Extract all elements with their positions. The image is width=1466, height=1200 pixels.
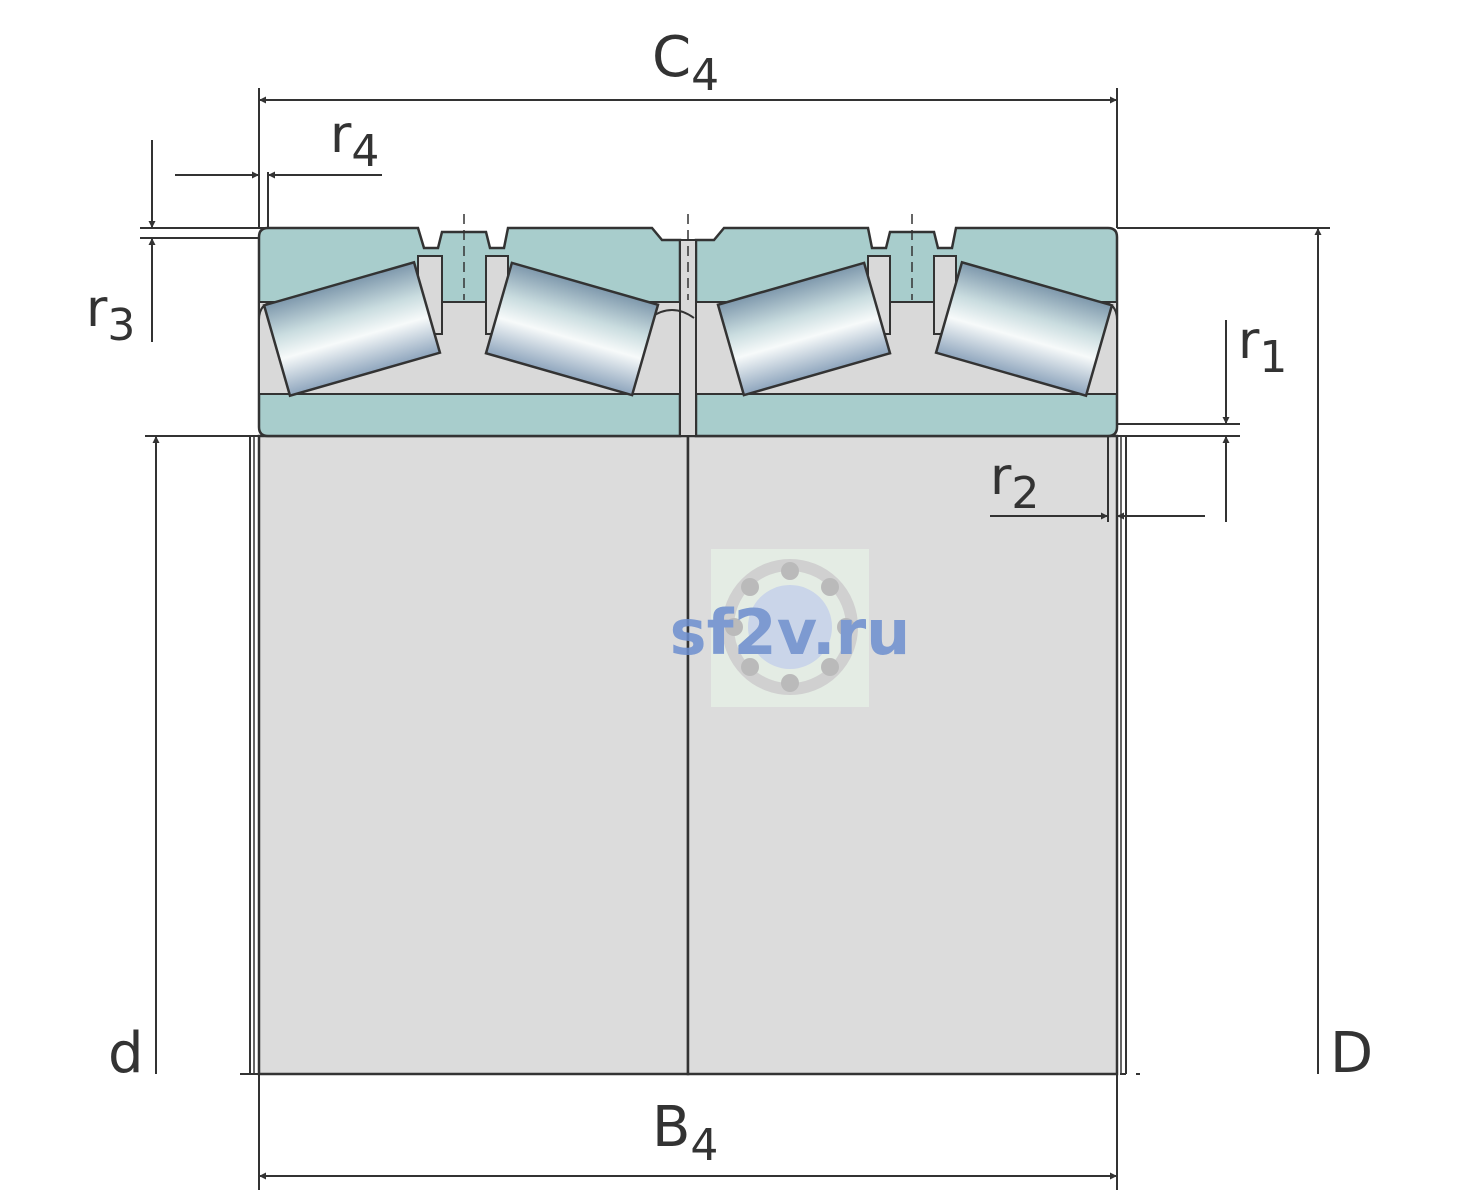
label-r4: r4 <box>330 105 379 177</box>
roller-2 <box>484 261 660 397</box>
label-r2: r2 <box>990 447 1039 519</box>
label-r1: r1 <box>1238 311 1287 383</box>
label-r3: r3 <box>86 279 135 351</box>
roller-1 <box>262 260 442 398</box>
inner-ring-right <box>686 434 1119 1076</box>
watermark: sf2v.ru <box>670 549 911 707</box>
dimension-lines <box>140 88 1330 1190</box>
rollers <box>262 260 1114 398</box>
label-d-outer: D <box>1330 1021 1373 1086</box>
label-b4: B4 <box>652 1095 718 1171</box>
ball-bearing-icon <box>722 559 858 695</box>
dimension-labels: C4 B4 d D r4 r3 r1 r2 <box>86 25 1373 1171</box>
roller-3 <box>716 261 892 397</box>
roller-4 <box>934 260 1114 398</box>
label-c4: C4 <box>652 25 719 101</box>
inner-ring-left <box>257 434 690 1076</box>
watermark-text: sf2v.ru <box>670 596 911 669</box>
label-d-bore: d <box>108 1021 144 1086</box>
